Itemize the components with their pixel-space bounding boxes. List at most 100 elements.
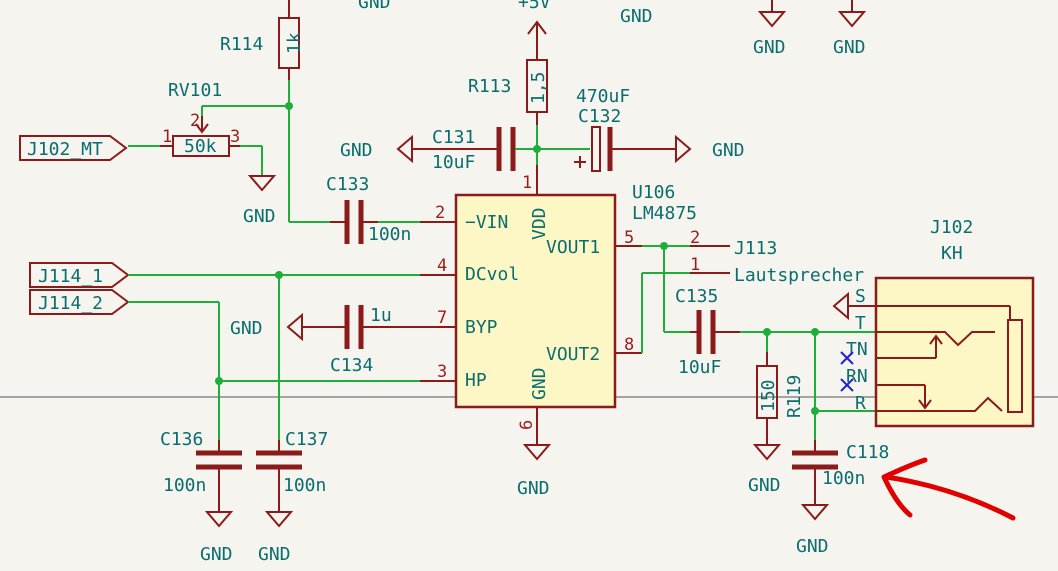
svg-text:3: 3 xyxy=(230,127,240,147)
power-symbol-5v xyxy=(527,20,547,60)
svg-text:4: 4 xyxy=(437,256,447,276)
gnd-label-top-2: GND xyxy=(620,6,653,27)
gnd-symbol-c131 xyxy=(396,134,413,164)
gnd-label-c131: GND xyxy=(340,140,373,161)
svg-text:J102_MT: J102_MT xyxy=(27,139,103,160)
no-connect-rn xyxy=(840,378,854,392)
c132-val: 470uF xyxy=(576,86,630,107)
pin-vout1-label: VOUT1 xyxy=(546,237,600,258)
c133-val: 100n xyxy=(368,224,411,245)
u106-val: LM4875 xyxy=(632,203,697,224)
gnd-label-rv101: GND xyxy=(243,206,276,227)
pin-dcvol-label: DCvol xyxy=(465,264,519,285)
pin-vout2-label: VOUT2 xyxy=(546,344,600,365)
gnd-symbol-top-4 xyxy=(837,0,867,28)
gnd-label-c118: GND xyxy=(796,536,829,557)
svg-text:J114_1: J114_1 xyxy=(38,266,103,287)
svg-text:150: 150 xyxy=(758,379,779,412)
c137-ref: C137 xyxy=(285,429,328,450)
svg-text:1: 1 xyxy=(522,173,532,193)
resistor-r114: 1k xyxy=(278,0,305,80)
r113-ref: R113 xyxy=(468,76,511,97)
svg-text:5: 5 xyxy=(624,228,634,248)
svg-text:8: 8 xyxy=(624,335,634,355)
label-lautsprecher: Lautsprecher xyxy=(734,265,864,286)
jack-pin-r: R xyxy=(855,393,866,414)
c118-val: 100n xyxy=(822,468,865,489)
c136-val: 100n xyxy=(163,475,206,496)
c132-ref: C132 xyxy=(578,106,621,127)
svg-text:2: 2 xyxy=(190,111,200,131)
gnd-symbol-j102 xyxy=(832,291,1011,321)
gnd-label-top-3: GND xyxy=(753,37,786,58)
rv101-ref: RV101 xyxy=(168,80,222,101)
gnd-symbol-c134 xyxy=(286,312,303,342)
r119-ref: R119 xyxy=(784,375,805,418)
jack-pin-t: T xyxy=(855,313,866,334)
pin-byp-label: BYP xyxy=(465,317,498,338)
j102-ref: J102 xyxy=(930,217,973,238)
svg-text:1,5: 1,5 xyxy=(528,71,549,104)
c118-ref: C118 xyxy=(846,442,889,463)
svg-text:1: 1 xyxy=(162,127,172,147)
pin-gnd-label: GND xyxy=(529,367,550,400)
c134-ref: C134 xyxy=(330,355,373,376)
gnd-label-u106: GND xyxy=(517,478,550,499)
r114-ref: R114 xyxy=(220,34,263,55)
potentiometer-rv101: 50k xyxy=(160,116,240,157)
u106-ref: U106 xyxy=(632,182,675,203)
svg-text:3: 3 xyxy=(437,362,447,382)
svg-text:2: 2 xyxy=(690,228,700,248)
gnd-label-r119: GND xyxy=(748,475,781,496)
capacitor-c133 xyxy=(330,200,378,244)
c131-val: 10uF xyxy=(432,152,475,173)
gnd-label-c137: GND xyxy=(258,544,291,565)
c137-val: 100n xyxy=(283,475,326,496)
jack-pin-s: S xyxy=(855,286,866,307)
gnd-label-c132: GND xyxy=(712,140,745,161)
gnd-symbol-c132 xyxy=(675,134,692,164)
capacitor-c132 xyxy=(574,126,676,172)
capacitor-c137 xyxy=(256,440,302,528)
no-connect-tn xyxy=(840,351,854,365)
svg-text:6: 6 xyxy=(517,420,537,430)
c134-val: 1u xyxy=(370,305,392,326)
capacitor-c135 xyxy=(690,310,740,354)
resistor-r119: 150 xyxy=(752,352,782,461)
gnd-symbol-u106 xyxy=(522,444,552,461)
label-j113: J113 xyxy=(734,238,777,259)
c136-ref: C136 xyxy=(160,429,203,450)
label-j114-2: J114_2 xyxy=(29,289,130,315)
gnd-label-c134: GND xyxy=(230,318,263,339)
gnd-symbol-top-3 xyxy=(757,0,787,28)
annotation-arrow xyxy=(881,457,1016,521)
svg-text:J114_2: J114_2 xyxy=(38,293,103,314)
vcc-label: +5V xyxy=(518,0,551,13)
c133-ref: C133 xyxy=(326,174,369,195)
label-j114-1: J114_1 xyxy=(29,262,130,288)
jack-j102-body xyxy=(874,276,1035,428)
pin-vdd-label: VDD xyxy=(529,207,550,240)
gnd-label-top-1: GND xyxy=(358,0,391,13)
resistor-r113: 1,5 xyxy=(526,59,549,125)
svg-text:7: 7 xyxy=(437,308,447,328)
capacitor-c134 xyxy=(302,305,456,349)
svg-text:1k: 1k xyxy=(284,32,305,54)
svg-text:1: 1 xyxy=(690,255,700,275)
svg-text:50k: 50k xyxy=(184,136,217,157)
capacitor-c136 xyxy=(196,440,242,528)
ic-u106-body xyxy=(454,193,617,409)
capacitor-c118 xyxy=(792,440,838,521)
gnd-symbol-rv101 xyxy=(247,175,277,192)
label-j102-mt: J102_MT xyxy=(19,135,128,161)
c135-val: 10uF xyxy=(678,357,721,378)
gnd-label-top-4: GND xyxy=(833,37,866,58)
pin-hp-label: HP xyxy=(465,370,487,391)
svg-text:2: 2 xyxy=(435,203,445,223)
c131-ref: C131 xyxy=(432,127,475,148)
capacitor-c131 xyxy=(412,127,516,171)
gnd-label-c136: GND xyxy=(200,544,233,565)
c135-ref: C135 xyxy=(675,286,718,307)
j102-val: KH xyxy=(941,243,963,264)
